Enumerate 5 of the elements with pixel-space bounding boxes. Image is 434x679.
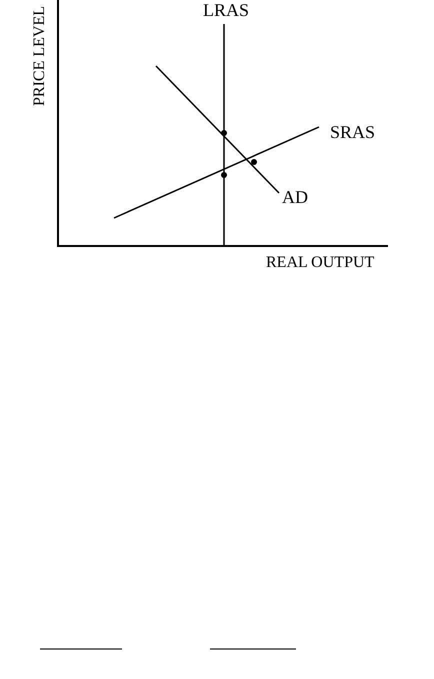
axis-label: REAL OUTPUT	[266, 255, 374, 271]
axis-label: PRICE LEVEL	[32, 6, 48, 106]
curve-label: SRAS	[330, 123, 376, 141]
curve-label: LRAS	[203, 1, 250, 19]
curve-label: AD	[282, 188, 308, 206]
